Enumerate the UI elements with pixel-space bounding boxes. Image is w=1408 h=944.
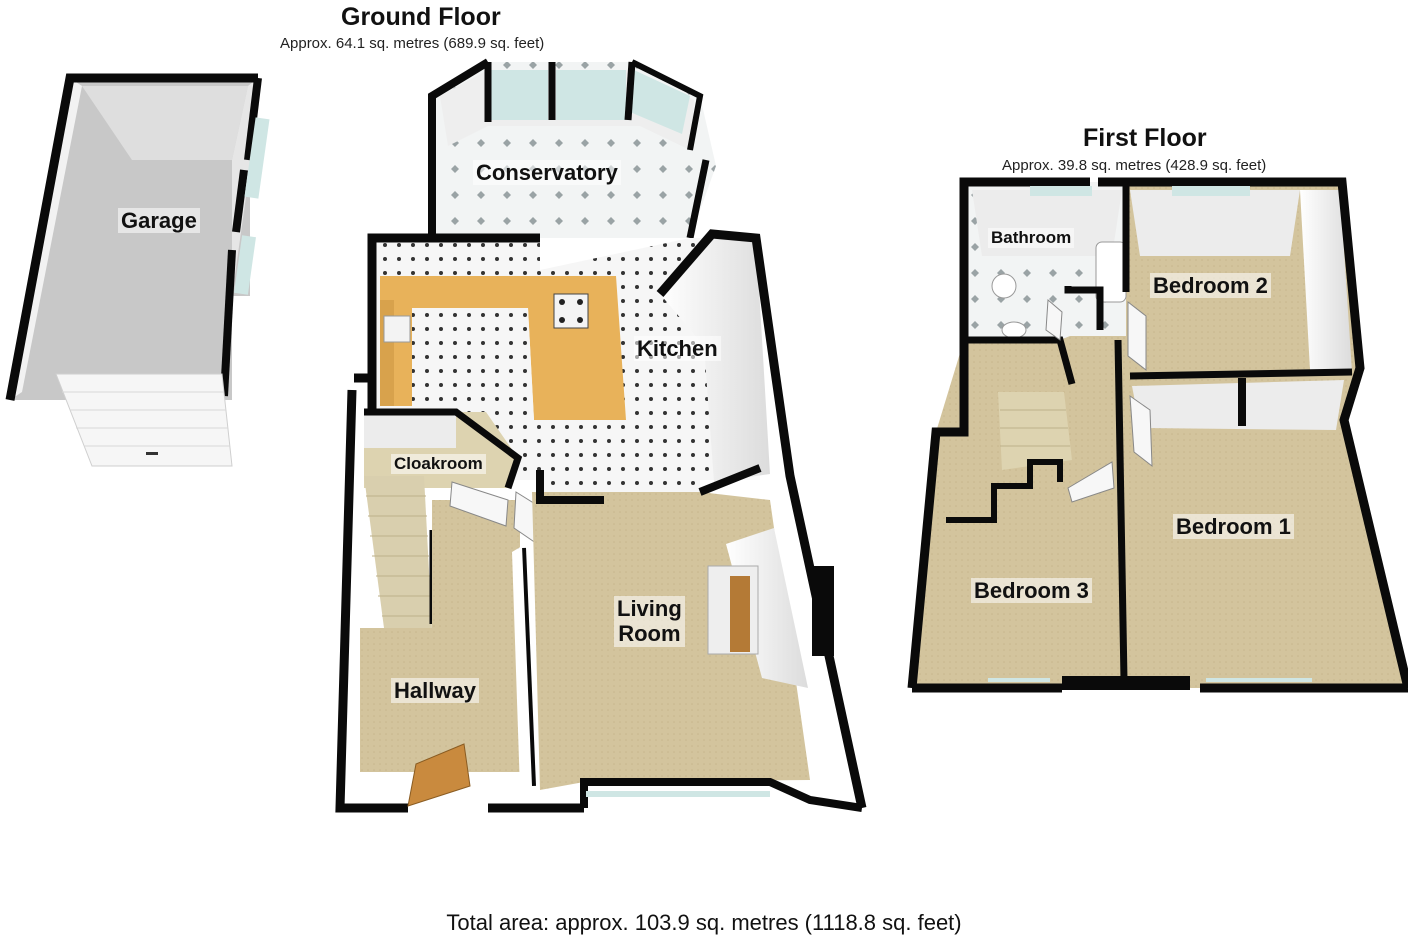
room-label-conservatory: Conservatory: [473, 160, 621, 186]
staircase: [364, 476, 435, 628]
room-label-kitchen: Kitchen: [634, 336, 721, 362]
room-label-garage: Garage: [118, 208, 200, 234]
first-floor-title: First Floor: [1083, 124, 1207, 152]
first-floor-area-text: Approx. 39.8 sq. metres (428.9 sq. feet): [1002, 157, 1267, 174]
room-label-hallway: Hallway: [391, 678, 479, 704]
garage-area: [5, 73, 270, 467]
room-label-cloakroom: Cloakroom: [391, 454, 486, 474]
room-label-bathroom: Bathroom: [988, 228, 1075, 248]
room-label-bedroom-2: Bedroom 2: [1150, 273, 1271, 299]
ground-floor-area: [335, 58, 867, 813]
room-label-living-room-line1: Living: [617, 596, 682, 621]
ground-floor-area-text: Approx. 64.1 sq. metres (689.9 sq. feet): [280, 35, 545, 52]
room-label-living-room-line2: Room: [618, 621, 681, 647]
total-area-text: Total area: approx. 103.9 sq. metres (11…: [446, 910, 962, 935]
first-floor-area: [907, 177, 1408, 693]
room-label-living-room: Living Room: [614, 596, 685, 647]
room-label-bedroom-1: Bedroom 1: [1173, 514, 1294, 540]
room-label-bedroom-3: Bedroom 3: [971, 578, 1092, 604]
ground-floor-title: Ground Floor: [341, 3, 501, 31]
